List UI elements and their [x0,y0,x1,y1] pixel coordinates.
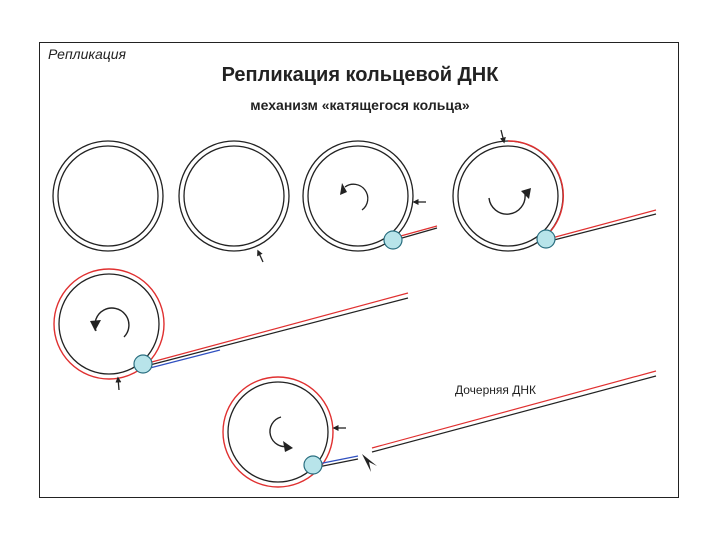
stage-6-circle [222,370,657,488]
origin-arrow-icon [499,129,506,144]
slide-frame [39,42,679,498]
stage-3-circle [302,140,438,252]
cut-arrow-icon [362,454,377,472]
rotation-arrow-icon [340,183,347,195]
daughter-dna-label: Дочерняя ДНК [455,383,537,397]
rotation-arrow-icon [283,441,293,452]
polymerase-icon [133,354,153,374]
rotation-arrow-icon [90,320,101,331]
polymerase-icon [303,455,323,475]
rotation-arrow-icon [521,188,531,199]
stage-5-circle [53,268,409,391]
page-title: Репликация кольцевой ДНК [221,64,499,86]
stage-2-circle [178,140,290,263]
polymerase-icon [383,230,403,250]
stage-1-circle [52,140,164,252]
nick-arrow-icon [257,249,264,263]
section-label: Репликация [48,46,127,62]
polymerase-icon [536,229,556,249]
page-subtitle: механизм «катящегося кольца» [250,97,470,113]
fork-arrow-icon [115,376,122,391]
stage-4-circle [452,129,657,252]
